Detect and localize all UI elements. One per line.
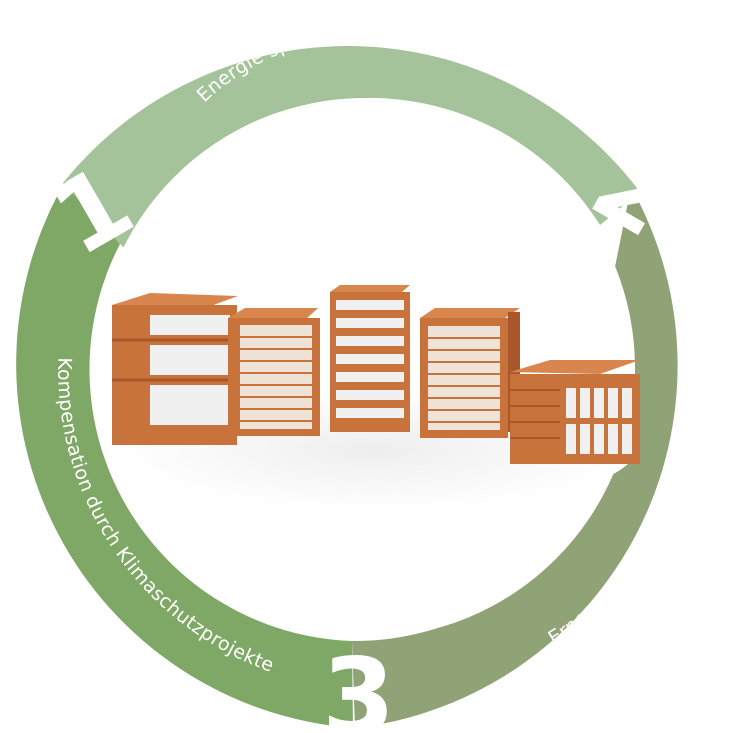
- brick-block-1: [112, 293, 238, 445]
- brick-block-2: [228, 308, 320, 436]
- brick-block-4: [420, 308, 520, 438]
- segment-left: [16, 180, 354, 728]
- brick-block-5: [510, 360, 640, 464]
- brick-blocks-icon: [112, 285, 640, 464]
- segment-bottom-right: [352, 187, 678, 728]
- brick-block-3: [330, 285, 410, 432]
- segment-number-3: 3: [322, 636, 395, 733]
- segment-top: [63, 46, 640, 250]
